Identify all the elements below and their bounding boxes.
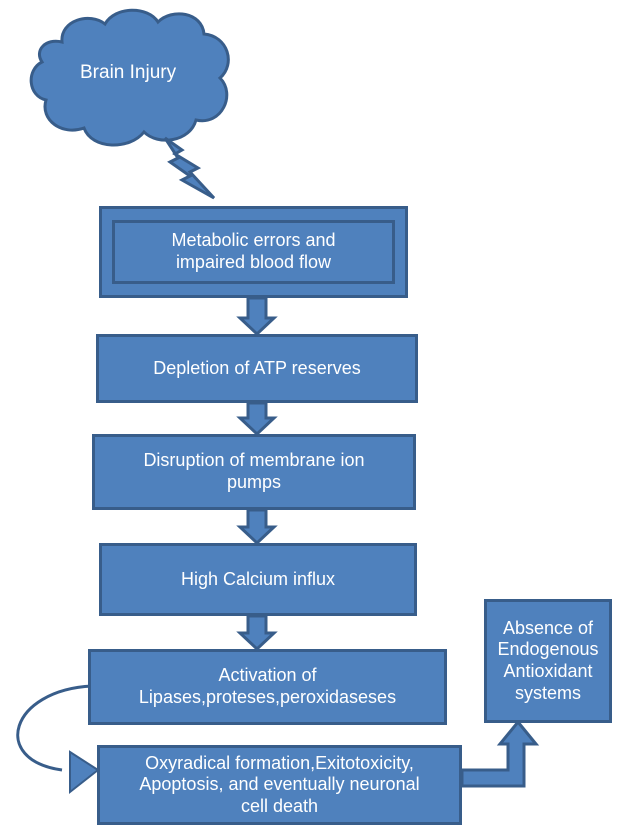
- arrow-pumps-to-calcium: [236, 508, 278, 546]
- step-metabolic-line2: impaired blood flow: [175, 252, 332, 272]
- antioxidant-line2: Endogenous: [497, 639, 599, 660]
- absence-antioxidant-box: Absence of Endogenous Antioxidant system…: [484, 599, 612, 723]
- step-oxyradical-line2: Apoptosis, and eventually neuronal: [139, 774, 420, 795]
- brain-injury-label: Brain Injury: [80, 62, 177, 83]
- step-ion-pumps: Disruption of membrane ion pumps: [92, 434, 416, 510]
- lightning-bolt-icon: [163, 136, 216, 200]
- step-lipases-line1: Activation of: [218, 665, 317, 686]
- curved-arrow-lipases-to-oxyradical: [16, 684, 100, 795]
- antioxidant-line4: systems: [514, 682, 581, 703]
- brain-injury-cloud: [29, 8, 230, 147]
- antioxidant-line1: Absence of: [502, 617, 594, 638]
- step-enzyme-activation: Activation of Lipases,proteses,peroxidas…: [88, 649, 447, 725]
- step-calcium-line1: High Calcium influx: [180, 568, 336, 589]
- arrow-calcium-to-lipases: [236, 614, 278, 652]
- step-pumps-line1: Disruption of membrane ion: [143, 450, 365, 471]
- bent-arrow-oxyradical-to-antioxidant: [460, 719, 540, 788]
- arrow-metabolic-to-atp: [236, 296, 278, 337]
- step-atp-line1: Depletion of ATP reserves: [153, 357, 361, 378]
- step-metabolic-errors: Metabolic errors and impaired blood flow: [99, 206, 408, 298]
- step-metabolic-inner-border: Metabolic errors and impaired blood flow: [112, 220, 395, 284]
- step-calcium-influx: High Calcium influx: [99, 543, 417, 616]
- step-oxyradical-line3: cell death: [240, 795, 319, 816]
- arrow-atp-to-pumps: [236, 401, 278, 437]
- step-oxyradical-formation: Oxyradical formation,Exitotoxicity, Apop…: [97, 745, 462, 825]
- step-oxyradical-line1: Oxyradical formation,Exitotoxicity,: [145, 752, 414, 773]
- step-metabolic-line1: Metabolic errors and: [171, 230, 336, 251]
- step-lipases-line2: Lipases,proteses,peroxidaseses: [138, 687, 397, 707]
- step-atp-depletion: Depletion of ATP reserves: [96, 334, 418, 403]
- antioxidant-line3: Antioxidant: [503, 661, 593, 681]
- step-pumps-line2: pumps: [226, 472, 281, 492]
